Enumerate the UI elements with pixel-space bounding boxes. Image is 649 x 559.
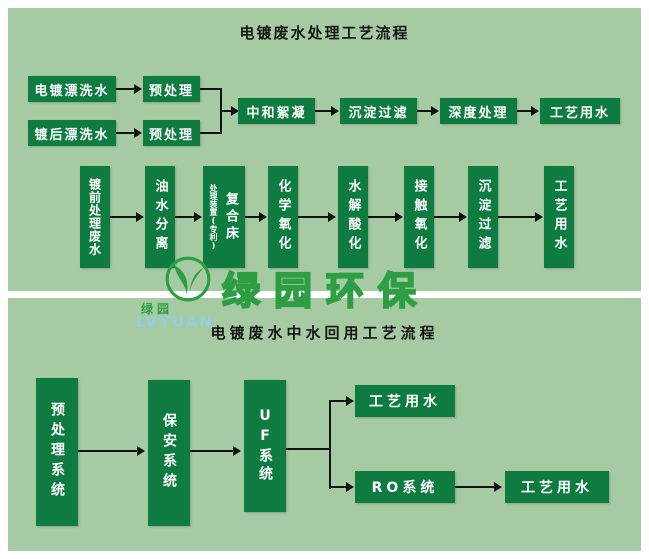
box-chemical-oxidation: 化学氧化: [268, 166, 298, 268]
arrow-icon: [329, 396, 354, 406]
box-neutralize-flocculate: 中和絮凝: [238, 98, 315, 124]
connector-line: [329, 400, 331, 489]
arrow-icon: [78, 446, 145, 456]
watermark-name-cn: 绿园: [141, 302, 174, 316]
box-ro-system: RO系统: [355, 471, 455, 503]
composite-bed-note: 处理装置(专利): [209, 184, 218, 250]
box-composite-bed: 处理装置(专利) 复合床: [203, 166, 245, 268]
box-process-water-top: 工艺用水: [355, 385, 455, 417]
box-oil-water-separation: 油水分离: [145, 166, 175, 268]
box-pre-plating-wastewater: 镀前处理废水: [80, 166, 110, 268]
arrow-icon: [315, 106, 339, 116]
box-process-water-2: 工艺用水: [544, 166, 574, 268]
arrow-icon: [116, 128, 142, 138]
box-pretreat-2: 预处理: [143, 120, 200, 146]
box-process-water-final: 工艺用水: [505, 471, 609, 503]
box-deep-treatment: 深度处理: [440, 98, 517, 124]
box-hydrolysis-acidification: 水解酸化: [338, 166, 368, 268]
arrow-icon: [368, 212, 403, 222]
box-uf-system: UF系统: [244, 380, 286, 512]
watermark-brand-text: 绿园环保: [221, 268, 431, 314]
arrow-icon: [175, 212, 202, 222]
arrow-icon: [517, 106, 539, 116]
watermark-name-en: LVYUAN: [136, 313, 214, 331]
box-sediment-filter-1: 沉淀过滤: [340, 98, 417, 124]
leaf-logo-icon: [165, 256, 211, 302]
composite-bed-label: 复合床: [223, 191, 238, 243]
box-pretreatment-system: 预处理系统: [36, 378, 78, 526]
arrow-icon: [455, 482, 502, 492]
panel1-title: 电镀废水处理工艺流程: [239, 24, 410, 42]
box-sediment-filter-2: 沉淀过滤: [468, 166, 498, 268]
arrow-icon: [190, 446, 241, 456]
arrow-icon: [417, 106, 439, 116]
arrow-icon: [245, 212, 267, 222]
arrow-icon: [220, 106, 239, 116]
arrow-icon: [434, 212, 467, 222]
box-contact-oxidation: 接触氧化: [404, 166, 434, 268]
top-process-panel: [8, 8, 641, 291]
connector-line: [200, 88, 222, 90]
arrow-icon: [116, 84, 142, 94]
arrow-icon: [110, 212, 144, 222]
panel2-title: 电镀废水中水回用工艺流程: [210, 324, 439, 342]
connector-line: [286, 448, 331, 450]
arrow-icon: [298, 212, 336, 222]
box-source-rinse-water: 电镀漂洗水: [28, 76, 116, 102]
box-security-filter-system: 保安系统: [148, 380, 190, 526]
arrow-icon: [329, 482, 354, 492]
box-process-water-1: 工艺用水: [540, 98, 620, 124]
box-source-post-plating: 镀后漂洗水: [28, 120, 116, 146]
box-pretreat-1: 预处理: [143, 76, 200, 102]
arrow-icon: [498, 212, 543, 222]
bottom-process-panel: [8, 298, 641, 551]
connector-line: [200, 132, 222, 134]
